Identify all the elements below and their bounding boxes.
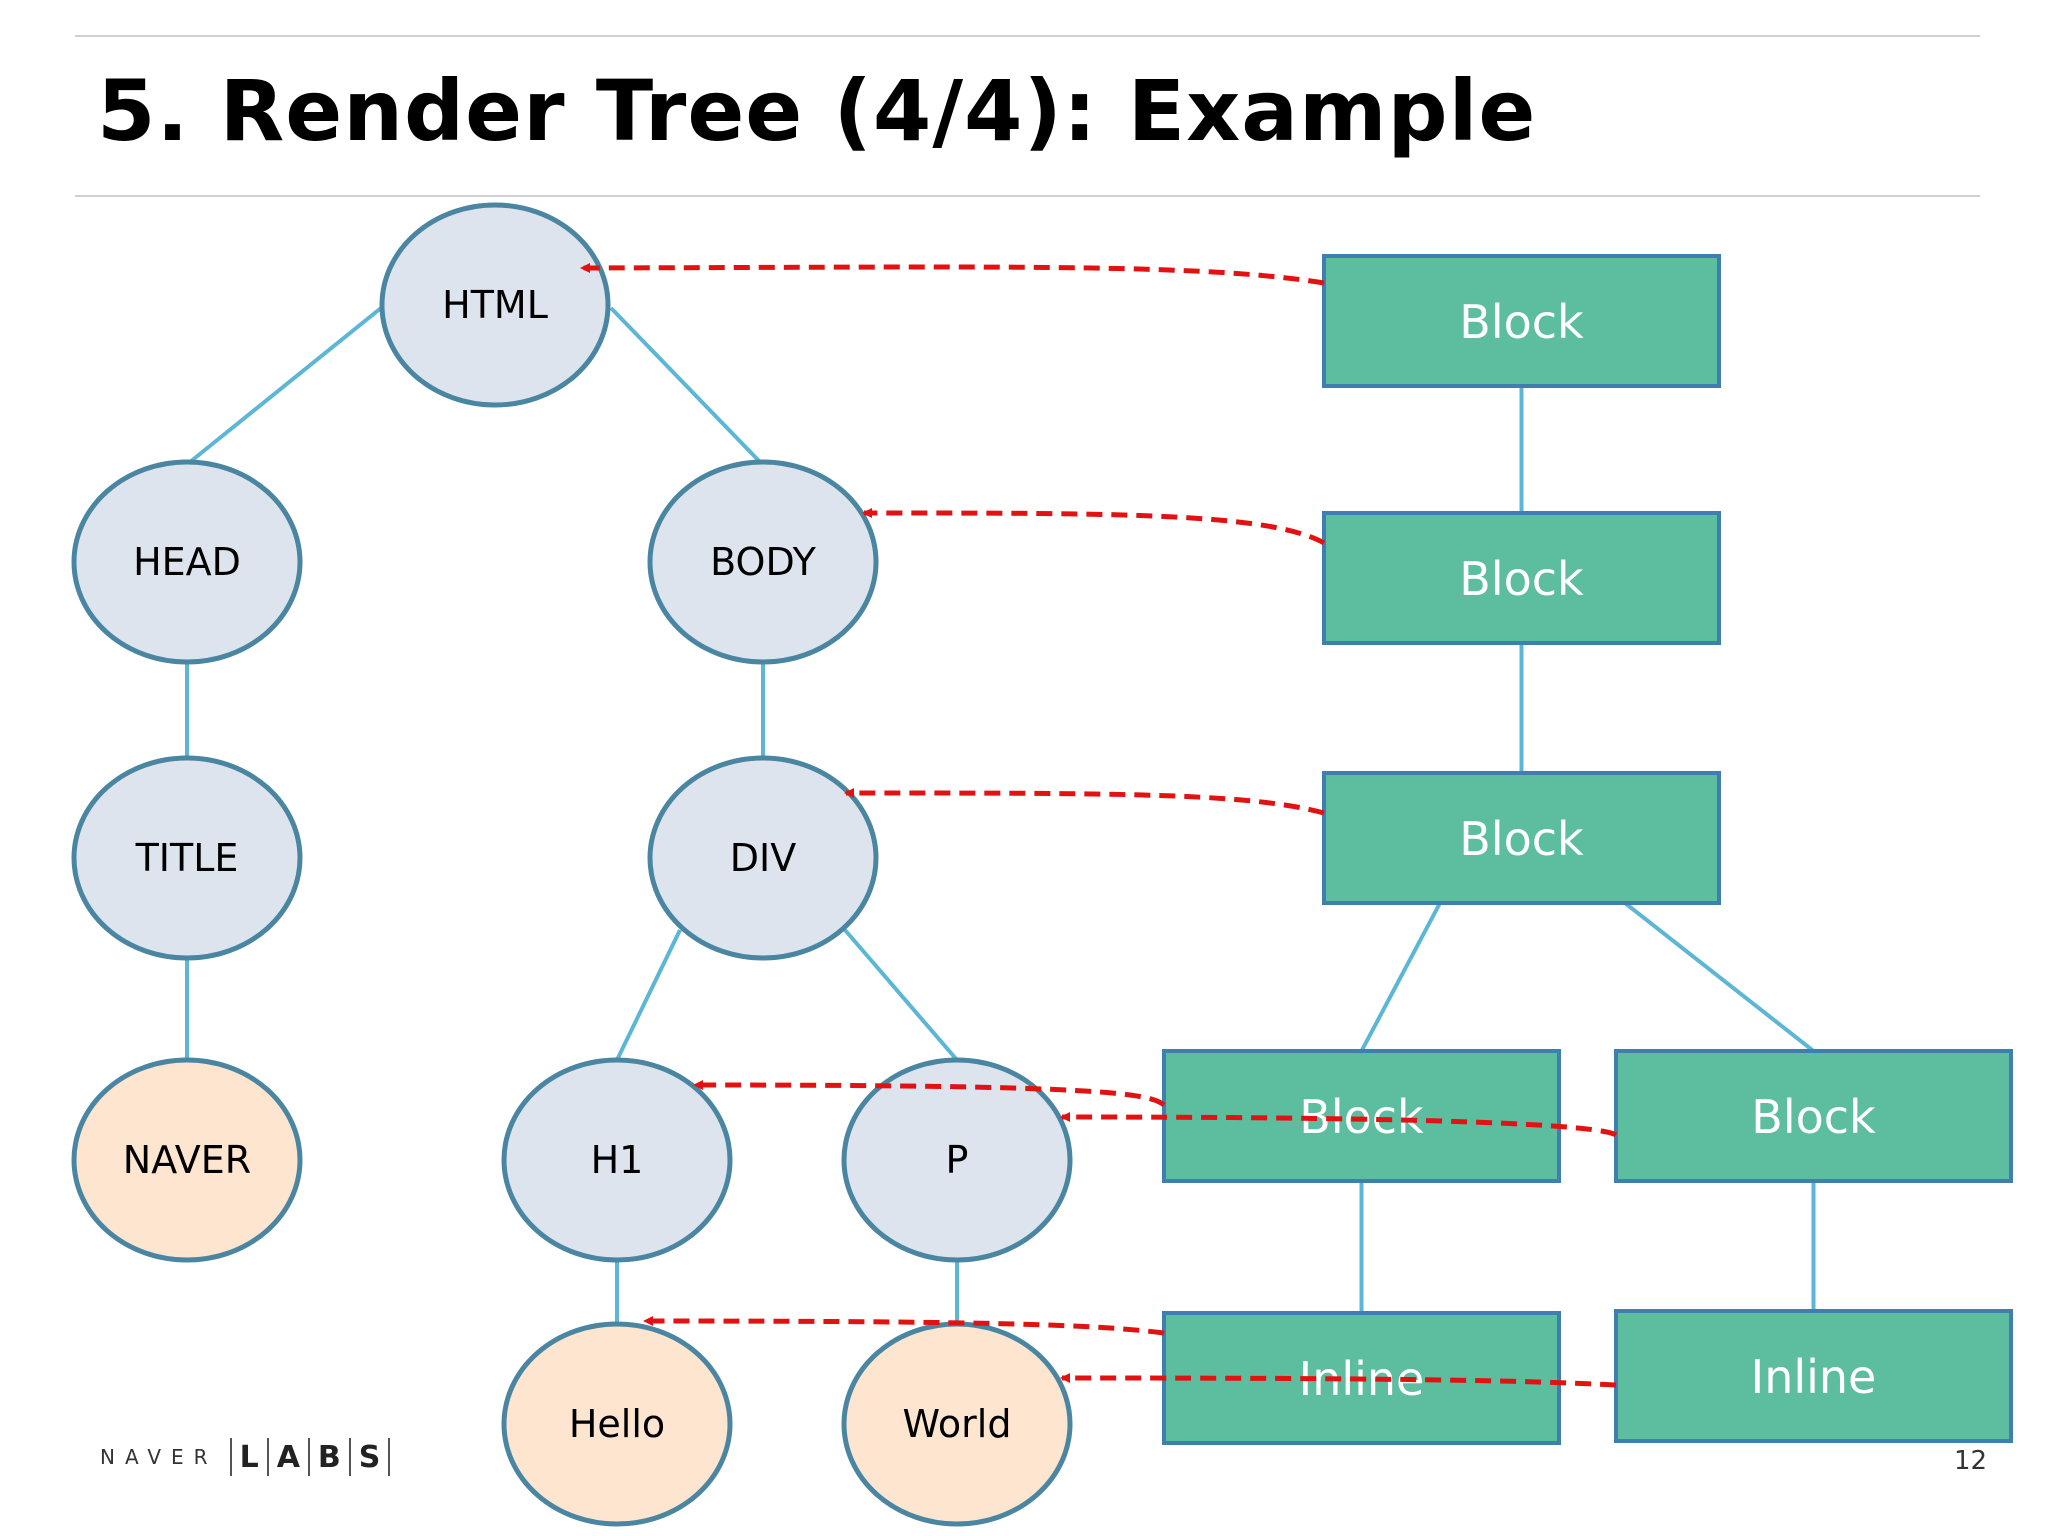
dom-node-ellipse <box>841 1057 1073 1263</box>
render-box-label: Block <box>1459 295 1584 349</box>
render-tree-connectors <box>1359 386 1816 1313</box>
top-divider <box>75 35 1980 37</box>
dom-node-label: Hello <box>569 1402 665 1446</box>
render-box-rect <box>1322 511 1721 645</box>
dom-node-ellipse <box>501 1321 733 1527</box>
render-box-rect <box>1614 1049 2013 1183</box>
render-box-rb1: Block <box>1322 254 1721 388</box>
logo-divider <box>388 1438 391 1476</box>
mapping-arrow-ri1-hello <box>643 1316 1165 1336</box>
dom-node-ellipse <box>501 1057 733 1263</box>
dom-edge-html-head <box>188 306 383 464</box>
dom-node-label: NAVER <box>123 1138 251 1182</box>
slide-title: 5. Render Tree (4/4): Example <box>97 62 1537 160</box>
logo-letter: L <box>239 1439 259 1475</box>
dom-node-naver: NAVER <box>71 1057 303 1263</box>
logo-divider <box>266 1438 269 1476</box>
dom-node-ellipse <box>71 1057 303 1263</box>
dom-node-head: HEAD <box>71 459 303 665</box>
logo-divider <box>348 1438 351 1476</box>
page-number: 12 <box>1954 1446 1988 1476</box>
render-box-label: Block <box>1459 812 1584 866</box>
render-box-label: Block <box>1751 1090 1876 1144</box>
render-box-label: Inline <box>1751 1350 1877 1404</box>
dom-node-p: P <box>841 1057 1073 1263</box>
dom-node-div: DIV <box>647 755 879 961</box>
mapping-arrows <box>580 262 1618 1388</box>
dom-node-label: HTML <box>442 283 548 327</box>
logo-letter: S <box>358 1439 381 1475</box>
mapping-arrow-rb5-p <box>1060 1112 1618 1138</box>
render-box-rb5: Block <box>1614 1049 2013 1183</box>
dom-edge-div-h1 <box>615 929 682 1061</box>
dom-node-ellipse <box>647 755 879 961</box>
dom-node-h1: H1 <box>501 1057 733 1263</box>
render-box-rect <box>1322 771 1721 905</box>
dom-node-label: H1 <box>591 1138 644 1182</box>
render-edge-rb3-rb5 <box>1623 901 1815 1053</box>
logo-letter: B <box>317 1439 341 1475</box>
render-box-rb4: Block <box>1162 1049 1561 1183</box>
dom-node-label: HEAD <box>133 540 241 584</box>
mapping-arrow-rb4-h1 <box>693 1080 1166 1107</box>
dom-tree: HTML HEAD BODY TITLE DIV NAVER H1 P Hello World <box>71 202 1073 1527</box>
dom-node-html: HTML <box>379 202 611 408</box>
dom-node-body: BODY <box>647 459 879 665</box>
logo-divider <box>307 1438 310 1476</box>
logo-labs: L A B S <box>222 1438 399 1476</box>
dom-node-label: BODY <box>710 540 816 584</box>
render-box-rect <box>1614 1309 2013 1443</box>
render-edge-rb3-rb4 <box>1359 902 1442 1052</box>
render-box-ri2: Inline <box>1614 1309 2013 1443</box>
render-box-rect <box>1322 254 1721 388</box>
dom-edge-html-body <box>609 306 762 464</box>
dom-node-title: TITLE <box>71 755 303 961</box>
dom-node-label: P <box>946 1138 969 1182</box>
mapping-arrow-ri2-world <box>1060 1373 1617 1388</box>
dom-node-ellipse <box>71 459 303 665</box>
naver-labs-logo: NAVER L A B S <box>100 1438 398 1476</box>
dom-node-ellipse <box>647 459 879 665</box>
dom-node-label: World <box>903 1402 1012 1446</box>
mapping-arrow-rb1-html <box>580 262 1325 286</box>
dom-node-label: DIV <box>730 836 796 880</box>
logo-divider <box>229 1438 232 1476</box>
dom-node-ellipse <box>71 755 303 961</box>
render-box-rb3: Block <box>1322 771 1721 905</box>
render-box-rb2: Block <box>1322 511 1721 645</box>
dom-edge-div-p <box>843 928 959 1062</box>
dom-node-world: World <box>841 1321 1073 1527</box>
logo-naver-text: NAVER <box>100 1445 218 1469</box>
render-box-label: Block <box>1459 552 1584 606</box>
dom-node-ellipse <box>379 202 611 408</box>
dom-tree-connectors <box>185 306 959 1324</box>
mapping-arrow-rb3-div <box>844 788 1325 816</box>
title-divider <box>75 195 1980 197</box>
dom-node-hello: Hello <box>501 1321 733 1527</box>
logo-letter: A <box>276 1439 300 1475</box>
dom-node-label: TITLE <box>135 836 239 880</box>
mapping-arrow-rb2-body <box>862 508 1326 546</box>
